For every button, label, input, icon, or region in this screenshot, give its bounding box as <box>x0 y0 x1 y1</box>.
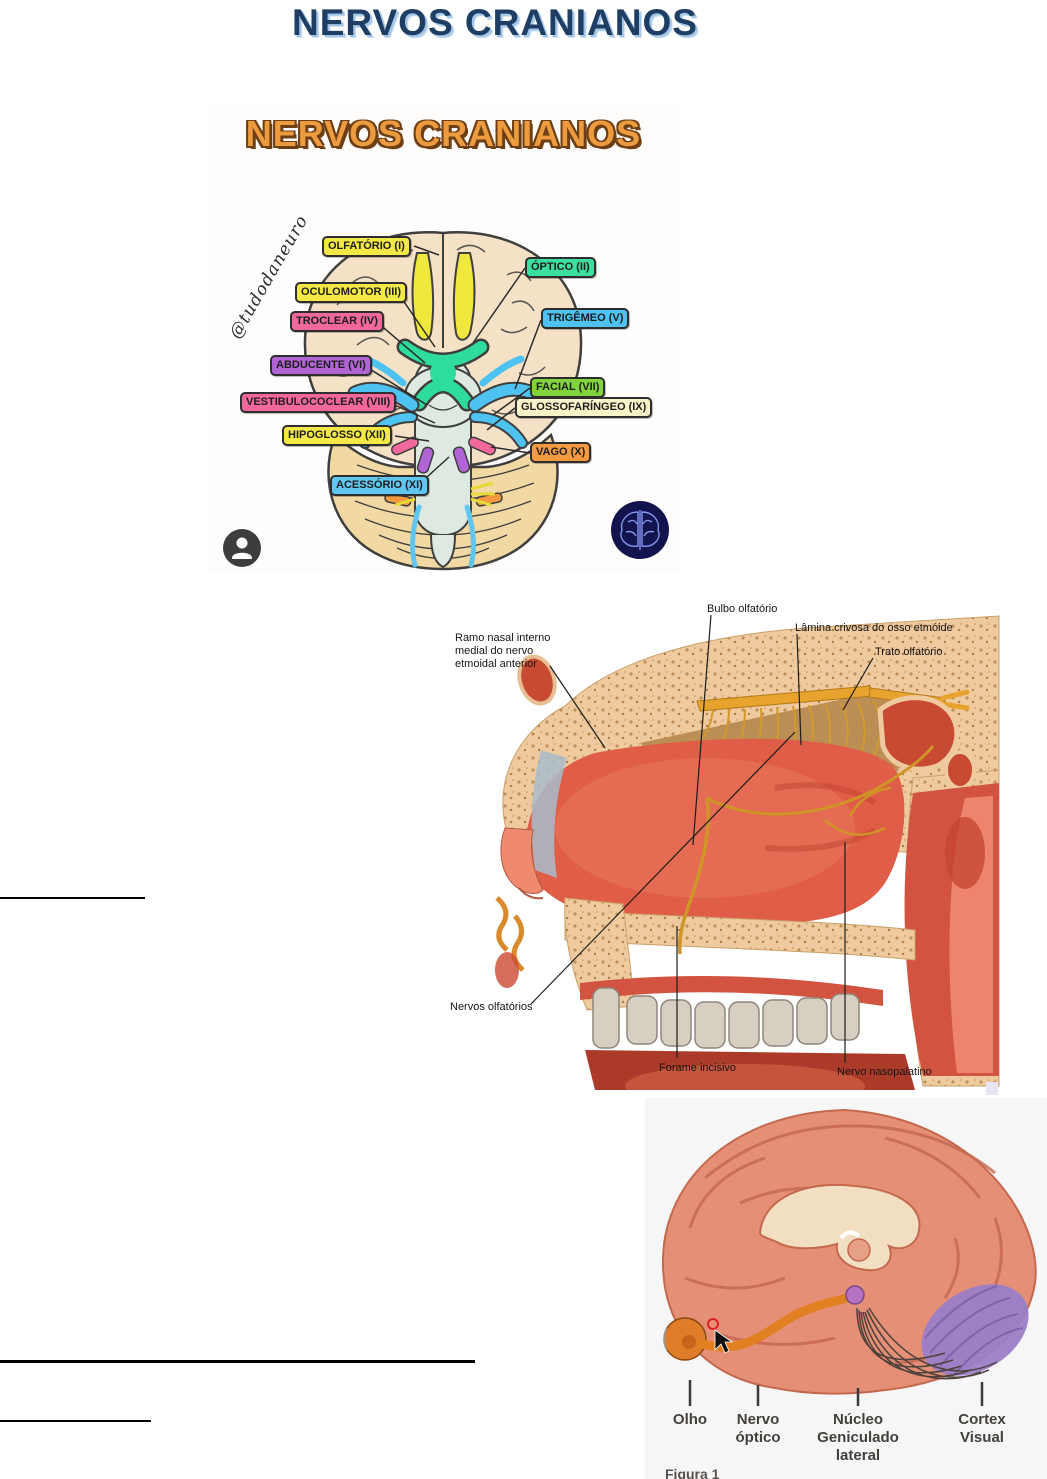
optic-nerve <box>698 1293 852 1352</box>
horizontal-rule-2 <box>0 1360 475 1363</box>
nose-tip <box>500 827 544 894</box>
hard-palate <box>564 909 916 961</box>
figure-caption: Figura 1 <box>665 1466 720 1479</box>
label-vago: VAGO (X) <box>530 442 592 463</box>
optic-radiation-fibers <box>856 1307 998 1380</box>
label-tick-lines <box>688 1380 984 1406</box>
svg-text:Cortex: Cortex <box>958 1411 1006 1428</box>
accessory-nerves <box>409 504 477 568</box>
corpus-callosum <box>758 1183 921 1272</box>
nasal-label-bulbo: Bulbo olfatório <box>707 603 777 615</box>
highlight-artifact <box>986 1082 998 1095</box>
label-vestibulococlear: VESTIBULOCOCLEAR (VIII) <box>240 392 397 413</box>
label-olfatorio: OLFATÓRIO (I) <box>322 236 411 257</box>
visual-cortex <box>921 1284 1029 1377</box>
label-abducente: ABDUCENTE (VI) <box>270 355 372 376</box>
svg-text:Nervo: Nervo <box>737 1411 780 1428</box>
label-acessorio: ACESSÓRIO (XI) <box>330 475 429 496</box>
svg-text:Ramo nasal interno: Ramo nasal interno <box>455 632 550 644</box>
nasal-label-nasopalatino: Nervo nasopalatino <box>837 1066 932 1078</box>
poster-title: NERVOS CRANIANOS <box>245 113 642 154</box>
nasal-label-ramo: Ramo nasal interno medial do nervo etmoi… <box>455 632 550 670</box>
frontal-sinus <box>517 654 557 706</box>
label-optico: ÓPTICO (II) <box>525 257 596 278</box>
svg-text:óptico: óptico <box>736 1429 781 1446</box>
olfactory-nerve-figure: Bulbo olfatório Lâmina crivosa do osso e… <box>450 603 1000 1090</box>
visual-label-nervo-optico: Nervo óptico <box>736 1411 781 1446</box>
eye <box>663 1317 707 1361</box>
visual-pathway-figure: Olho Nervo óptico Núcleo Geniculado late… <box>645 1098 1047 1479</box>
nasal-label-lamina: Lâmina crivosa do osso etmóide <box>795 622 953 634</box>
label-glossofaringeo: GLOSSOFARÍNGEO (IX) <box>515 397 653 418</box>
nasal-label-nervos: Nervos olfatórios <box>450 1001 533 1013</box>
page-title: NERVOS CRANIANOS <box>292 2 698 43</box>
visual-label-cortex-visual: Cortex Visual <box>958 1411 1006 1446</box>
lateral-geniculate-nucleus <box>845 1285 865 1305</box>
svg-text:lateral: lateral <box>836 1447 880 1464</box>
label-facial: FACIAL (VII) <box>530 377 606 398</box>
nasal-leader-lines <box>530 614 874 1063</box>
svg-text:etmoidal anterior: etmoidal anterior <box>455 658 537 670</box>
svg-text:Geniculado: Geniculado <box>817 1429 899 1446</box>
label-trigemeo: TRIGÊMEO (V) <box>541 308 630 329</box>
label-troclear: TROCLEAR (IV) <box>290 311 384 332</box>
cranial-nerves-poster: NERVOS CRANIANOS @tudodaneuro OLFATÓRIO … <box>207 105 680 571</box>
sphenoid-sinus <box>877 695 960 772</box>
visual-label-olho: Olho <box>673 1411 707 1428</box>
label-hipoglosso: HIPOGLOSSO (XII) <box>282 425 392 446</box>
red-cursor-pointer-icon <box>707 1318 734 1354</box>
person-avatar-icon <box>223 529 261 567</box>
svg-text:Núcleo: Núcleo <box>833 1411 883 1428</box>
nasal-label-trato: Trato olfatório <box>875 646 942 658</box>
nasopalatine-nerve <box>678 745 935 955</box>
visual-label-nucleo-geniculado: Núcleo Geniculado lateral <box>817 1411 899 1464</box>
brain-logo-icon <box>611 501 669 559</box>
nose-bridge-cartilage <box>531 750 567 878</box>
horizontal-rule-1 <box>0 897 145 899</box>
gum <box>580 975 883 1006</box>
horizontal-rule-3 <box>0 1420 151 1422</box>
olfactory-bulbs <box>411 252 476 341</box>
svg-text:Visual: Visual <box>960 1429 1004 1446</box>
svg-text:medial do nervo: medial do nervo <box>455 645 533 657</box>
nasal-label-forame: Forame incisivo <box>659 1062 736 1074</box>
poster-leader-lines <box>364 245 542 478</box>
label-oculomotor: OCULOMOTOR (III) <box>295 282 408 303</box>
